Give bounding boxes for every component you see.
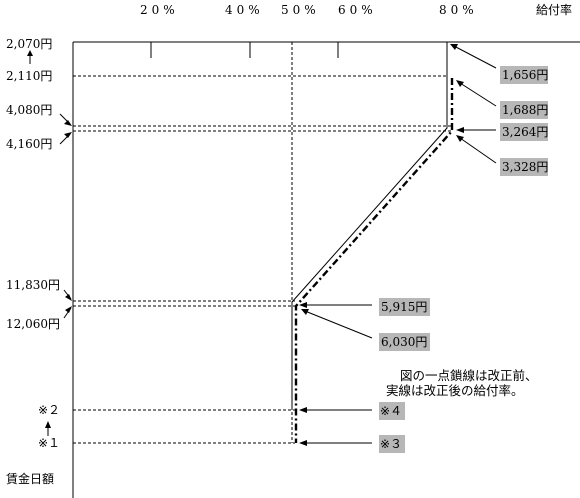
tick-label-50: 50%: [281, 3, 320, 17]
top-axis-title: 給付率: [536, 2, 572, 17]
right-label-kome3: ※３: [380, 437, 402, 451]
badge-5915: [379, 298, 430, 316]
left-label-kome1: ※１: [38, 436, 60, 450]
right-arrow-5915: [299, 302, 372, 308]
right-label-5915: 5,915円: [381, 300, 427, 314]
right-arrow-1656: [450, 44, 497, 69]
tick-label-40: 40%: [225, 3, 264, 17]
badge-kome3: [379, 435, 405, 453]
left-arrow-12060: [63, 306, 72, 319]
left-arrow-4080: [59, 113, 72, 126]
right-label-3264: 3,264円: [502, 125, 548, 139]
left-label-kome2: ※２: [38, 403, 60, 417]
tick-label-20: 20%: [140, 3, 179, 17]
left-label-4160: 4,160円: [6, 137, 52, 151]
left-arrow-11830: [63, 289, 72, 301]
left-label-4080: 4,080円: [6, 103, 52, 117]
badge-3328: [500, 158, 548, 176]
left-label-2110: 2,110円: [6, 69, 52, 83]
right-label-6030: 6,030円: [381, 335, 427, 349]
note-line-2: 実線は改正後の給付率。: [386, 383, 524, 398]
right-label-1688: 1,688円: [502, 103, 548, 117]
tick-label-80: 80%: [439, 3, 478, 17]
right-label-3328: 3,328円: [502, 160, 548, 174]
left-label-2070: 2,070円: [6, 37, 52, 51]
badge-1656: [500, 66, 548, 84]
right-arrow-1688: [456, 80, 497, 107]
left-axis-title: 賃金日額: [6, 471, 54, 486]
badge-1688: [500, 101, 548, 119]
right-arrow-kome3: [299, 440, 372, 446]
right-arrow-kome4: [299, 407, 372, 413]
badge-6030: [379, 333, 430, 351]
note-line-1: 図の一点鎖線は改正前、: [400, 368, 538, 383]
left-label-12060: 12,060円: [6, 317, 60, 331]
badge-3264: [500, 123, 548, 141]
revised-rate-line: [291, 42, 448, 410]
left-arrow-kome2: [45, 421, 51, 436]
right-label-kome4: ※４: [380, 404, 402, 418]
right-label-1656: 1,656円: [502, 68, 548, 82]
badge-kome4: [379, 402, 405, 420]
left-label-11830: 11,830円: [6, 278, 60, 292]
left-arrow-4160: [59, 132, 72, 145]
tick-label-60: 60%: [338, 3, 377, 17]
right-arrow-6030: [301, 309, 373, 339]
pre-revision-rate-line: [294, 78, 454, 443]
left-arrow-2070: [27, 50, 33, 64]
right-arrow-3328: [456, 135, 497, 164]
right-arrow-3264: [456, 127, 496, 133]
